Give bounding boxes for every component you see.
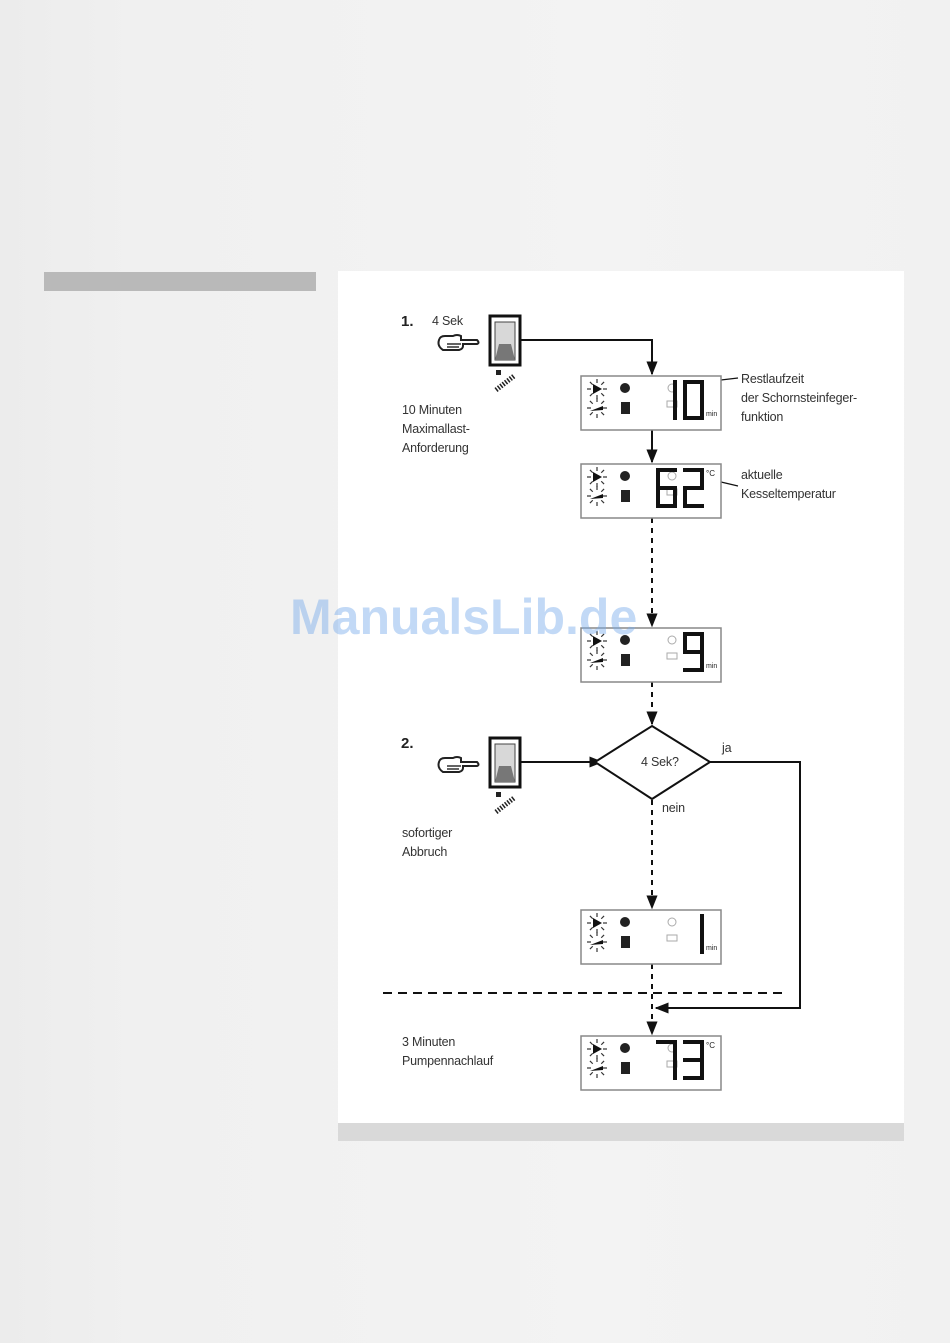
flame-icon: [587, 1039, 607, 1059]
decision-yes-label: ja: [722, 739, 731, 758]
flame-icon: [587, 379, 607, 399]
chimney-sweep-icon: [496, 370, 514, 390]
tank-icon: [621, 1062, 630, 1074]
arrow-button1-to-display1: [520, 340, 652, 374]
tank-icon: [621, 654, 630, 666]
chimney-sweep-icon: [496, 792, 514, 812]
remaining-time-label-line-1: Restlaufzeit: [741, 370, 804, 389]
tank-icon: [621, 936, 630, 948]
step-1-duration: 4 Sek: [432, 312, 463, 331]
watermark: ManualsLib.de: [290, 588, 637, 646]
lcd-unit: °C: [706, 469, 715, 478]
temperature-label-line-1: aktuelle: [741, 466, 783, 485]
step-1-note-line-3: Anforderung: [402, 439, 469, 458]
remaining-time-label-line-2: der Schornsteinfeger-: [741, 389, 857, 408]
step-2-number: 2.: [401, 735, 414, 752]
tank-icon: [621, 402, 630, 414]
pump-icon: [620, 917, 630, 927]
tank-icon: [621, 490, 630, 502]
pointing-hand-icon-1: [439, 335, 479, 350]
chimney-sweep-button-2: [490, 738, 520, 787]
lcd-unit: min: [706, 945, 717, 952]
temperature-label-line-2: Kesseltemperatur: [741, 485, 836, 504]
lcd-unit: min: [706, 663, 717, 670]
lcd-unit: °C: [706, 1041, 715, 1050]
decision-no-label: nein: [662, 799, 685, 818]
step-1-number: 1.: [401, 313, 414, 330]
step-1-note-line-2: Maximallast-: [402, 420, 470, 439]
pump-icon: [620, 471, 630, 481]
decision-label: 4 Sek?: [641, 753, 679, 772]
pump-icon: [620, 383, 630, 393]
pump-icon: [620, 1043, 630, 1053]
flame-icon: [587, 467, 607, 487]
lcd-unit: min: [706, 411, 717, 418]
step-2-note-line-1: sofortiger: [402, 824, 452, 843]
step-1-note-line-1: 10 Minuten: [402, 401, 462, 420]
remaining-time-label-line-3: funktion: [741, 408, 783, 427]
final-note-line-1: 3 Minuten: [402, 1033, 455, 1052]
flame-icon: [587, 913, 607, 933]
lcd-display: °C73: [581, 1036, 721, 1090]
step-2-note-line-2: Abbruch: [402, 843, 447, 862]
pointing-hand-icon-2: [439, 757, 479, 772]
lcd-display: °C62: [581, 464, 721, 518]
chimney-sweep-button-1: [490, 316, 520, 365]
final-note-line-2: Pumpennachlauf: [402, 1052, 493, 1071]
